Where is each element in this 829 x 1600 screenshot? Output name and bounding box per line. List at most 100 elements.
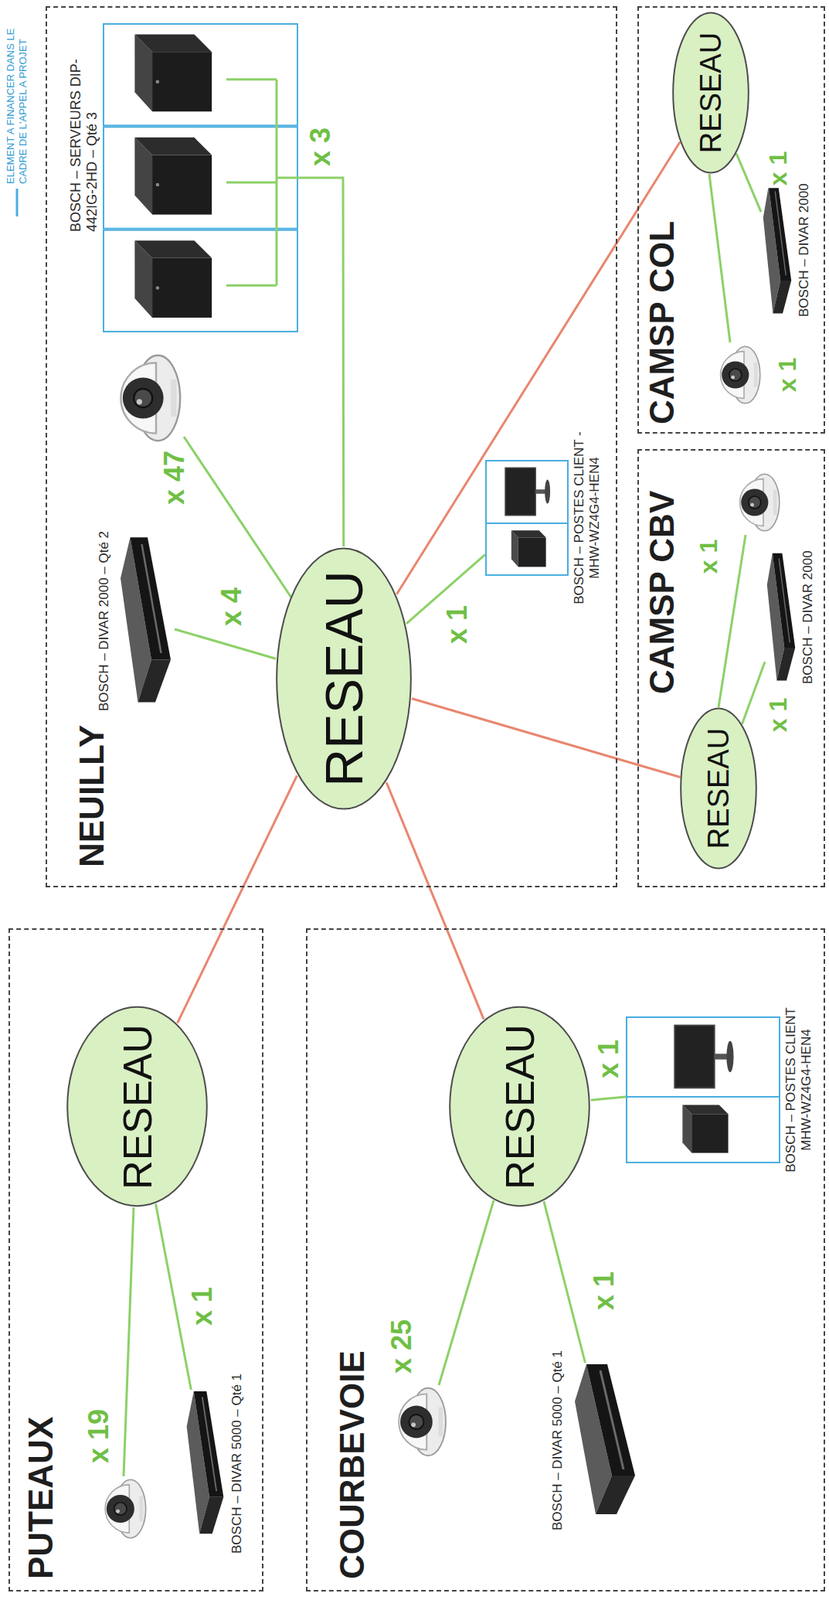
- camera-count: x 25: [387, 1316, 417, 1376]
- camera-count: x 1: [774, 355, 802, 395]
- network-link: [411, 698, 680, 778]
- client-station: BOSCH – POSTES CLIENT - MHW-WZ4G4-HEN4: [485, 424, 604, 611]
- recorder-body: [186, 1390, 225, 1533]
- quantity-label: x 1: [765, 695, 792, 734]
- network-link: [298, 177, 344, 547]
- recorder-picture: [570, 1362, 640, 1517]
- network-ellipse: RESEAU: [65, 1005, 209, 1208]
- camera-icon: [398, 1387, 446, 1455]
- site-region: RESEAU BOSCH – POSTES CLIENT MHW-WZ4G4-HE…: [305, 927, 826, 1591]
- network-label: RESEAU: [703, 727, 734, 849]
- network-label: RESEAU: [499, 1023, 541, 1190]
- camera-wire: [183, 436, 292, 598]
- quantity-label: x 1: [187, 1284, 218, 1328]
- network-ellipse: RESEAU: [679, 706, 758, 870]
- camera-icon: [105, 1478, 146, 1537]
- camera-count: x 19: [84, 1406, 114, 1465]
- server-wire: [276, 176, 299, 180]
- equipment-caption: BOSCH – POSTES CLIENT MHW-WZ4G4-HEN4: [783, 988, 816, 1190]
- network-link: [156, 1203, 192, 1390]
- camera-wire: [123, 1206, 134, 1476]
- network-link: [741, 661, 765, 724]
- computer-monitor: [505, 467, 551, 516]
- quantity-label: x 1: [765, 149, 792, 188]
- equipment-caption: BOSCH – SERVEURS DIP-442IG-2HD – Qté 3: [67, 23, 100, 232]
- network-link: [174, 628, 276, 659]
- server-wire: [275, 79, 279, 286]
- camera-icon: [120, 355, 181, 441]
- network-ellipse: RESEAU: [672, 11, 750, 174]
- camera-count: x 1: [696, 536, 723, 576]
- quantity-label: x 1: [442, 602, 473, 646]
- quantity-label: x 4: [217, 584, 247, 629]
- recorder-picture: [764, 551, 798, 683]
- server-wire: [226, 78, 277, 81]
- recorder-body: [120, 537, 171, 703]
- equipment-caption: BOSCH – POSTES CLIENT - MHW-WZ4G4-HEN4: [571, 424, 604, 611]
- camera-icon: [740, 473, 780, 531]
- camera-wire: [709, 173, 731, 343]
- quantity-label: x 3: [305, 125, 336, 169]
- recorder-icon: [183, 1389, 227, 1536]
- site-name: COURBEVOIE: [333, 1349, 371, 1579]
- camera-icon: [720, 346, 761, 404]
- recorder-unit: BOSCH – DIVAR 2000: [764, 550, 816, 684]
- network-shape: [680, 707, 757, 868]
- site-region: RESEAU BOSCH – DIVAR 2000 CAMSP CBV: [637, 448, 826, 887]
- computer-tower: [682, 1104, 728, 1152]
- site-name: NEUILLY: [73, 724, 111, 867]
- server-frame: [102, 23, 299, 333]
- station-frame: [625, 1015, 781, 1163]
- network-shape: [449, 1006, 590, 1206]
- camera-wire: [718, 534, 746, 707]
- equipment-caption: BOSCH – DIVAR 5000 – Qté 1: [550, 1349, 566, 1530]
- network-link: [591, 1096, 626, 1100]
- station-frame: [485, 459, 569, 576]
- station-icons: [625, 1015, 781, 1163]
- equipment-caption: BOSCH – DIVAR 5000 – Qté 1: [229, 1372, 245, 1553]
- network-shape: [67, 1006, 208, 1206]
- server-unit: [135, 137, 213, 215]
- site-region: RESEAU BOSCH – DIVAR 5000 – Qté 1 PUTEAUX: [8, 927, 264, 1591]
- quantity-label: x 1: [589, 1268, 619, 1312]
- funded-frame: [103, 230, 298, 332]
- quantity-label: x 1: [594, 1036, 624, 1081]
- server-group: BOSCH – SERVEURS DIP-442IG-2HD – Qté 3: [67, 23, 299, 333]
- recorder-icon: [764, 551, 798, 683]
- site-name: CAMSP COL: [643, 220, 681, 425]
- funded-frame: [103, 126, 298, 228]
- recorder-unit: BOSCH – DIVAR 5000 – Qté 1: [183, 1372, 245, 1553]
- site-name: CAMSP CBV: [643, 490, 681, 694]
- equipment-caption: BOSCH – DIVAR 2000: [796, 183, 813, 317]
- camera-count: x 47: [159, 448, 190, 507]
- network-link: [386, 781, 484, 1019]
- funded-frame: [485, 460, 568, 524]
- equipment-caption: BOSCH – DIVAR 2000 – Qté 2: [96, 530, 113, 711]
- network-link: [736, 153, 762, 213]
- legend-text: ELEMENT A FINANCER DANS LE CADRE DE L'AP…: [4, 6, 29, 184]
- recorder-picture: [761, 184, 794, 316]
- legend: ELEMENT A FINANCER DANS LE CADRE DE L'AP…: [4, 6, 29, 217]
- server-wire: [226, 284, 277, 287]
- recorder-icon: [570, 1362, 640, 1517]
- network-label: RESEAU: [317, 570, 371, 787]
- funded-frame: [626, 1096, 780, 1162]
- client-station: BOSCH – POSTES CLIENT MHW-WZ4G4-HEN4: [625, 988, 816, 1190]
- computer-tower: [511, 530, 547, 567]
- recorder-icon: [116, 535, 175, 706]
- server-unit: [135, 34, 213, 113]
- network-link: [543, 1200, 585, 1363]
- camera-wire: [438, 1199, 494, 1385]
- network-label: RESEAU: [696, 32, 726, 153]
- site-name: PUTEAUX: [22, 1416, 60, 1579]
- network-shape: [672, 12, 749, 173]
- station-icons: [485, 459, 569, 576]
- network-shape: [276, 547, 412, 809]
- network-label: RESEAU: [117, 1023, 158, 1190]
- legend-swatch: [13, 188, 21, 217]
- recorder-body: [763, 185, 792, 313]
- computer-monitor: [674, 1025, 734, 1088]
- server-wire: [226, 181, 277, 184]
- network-link: [177, 774, 298, 1023]
